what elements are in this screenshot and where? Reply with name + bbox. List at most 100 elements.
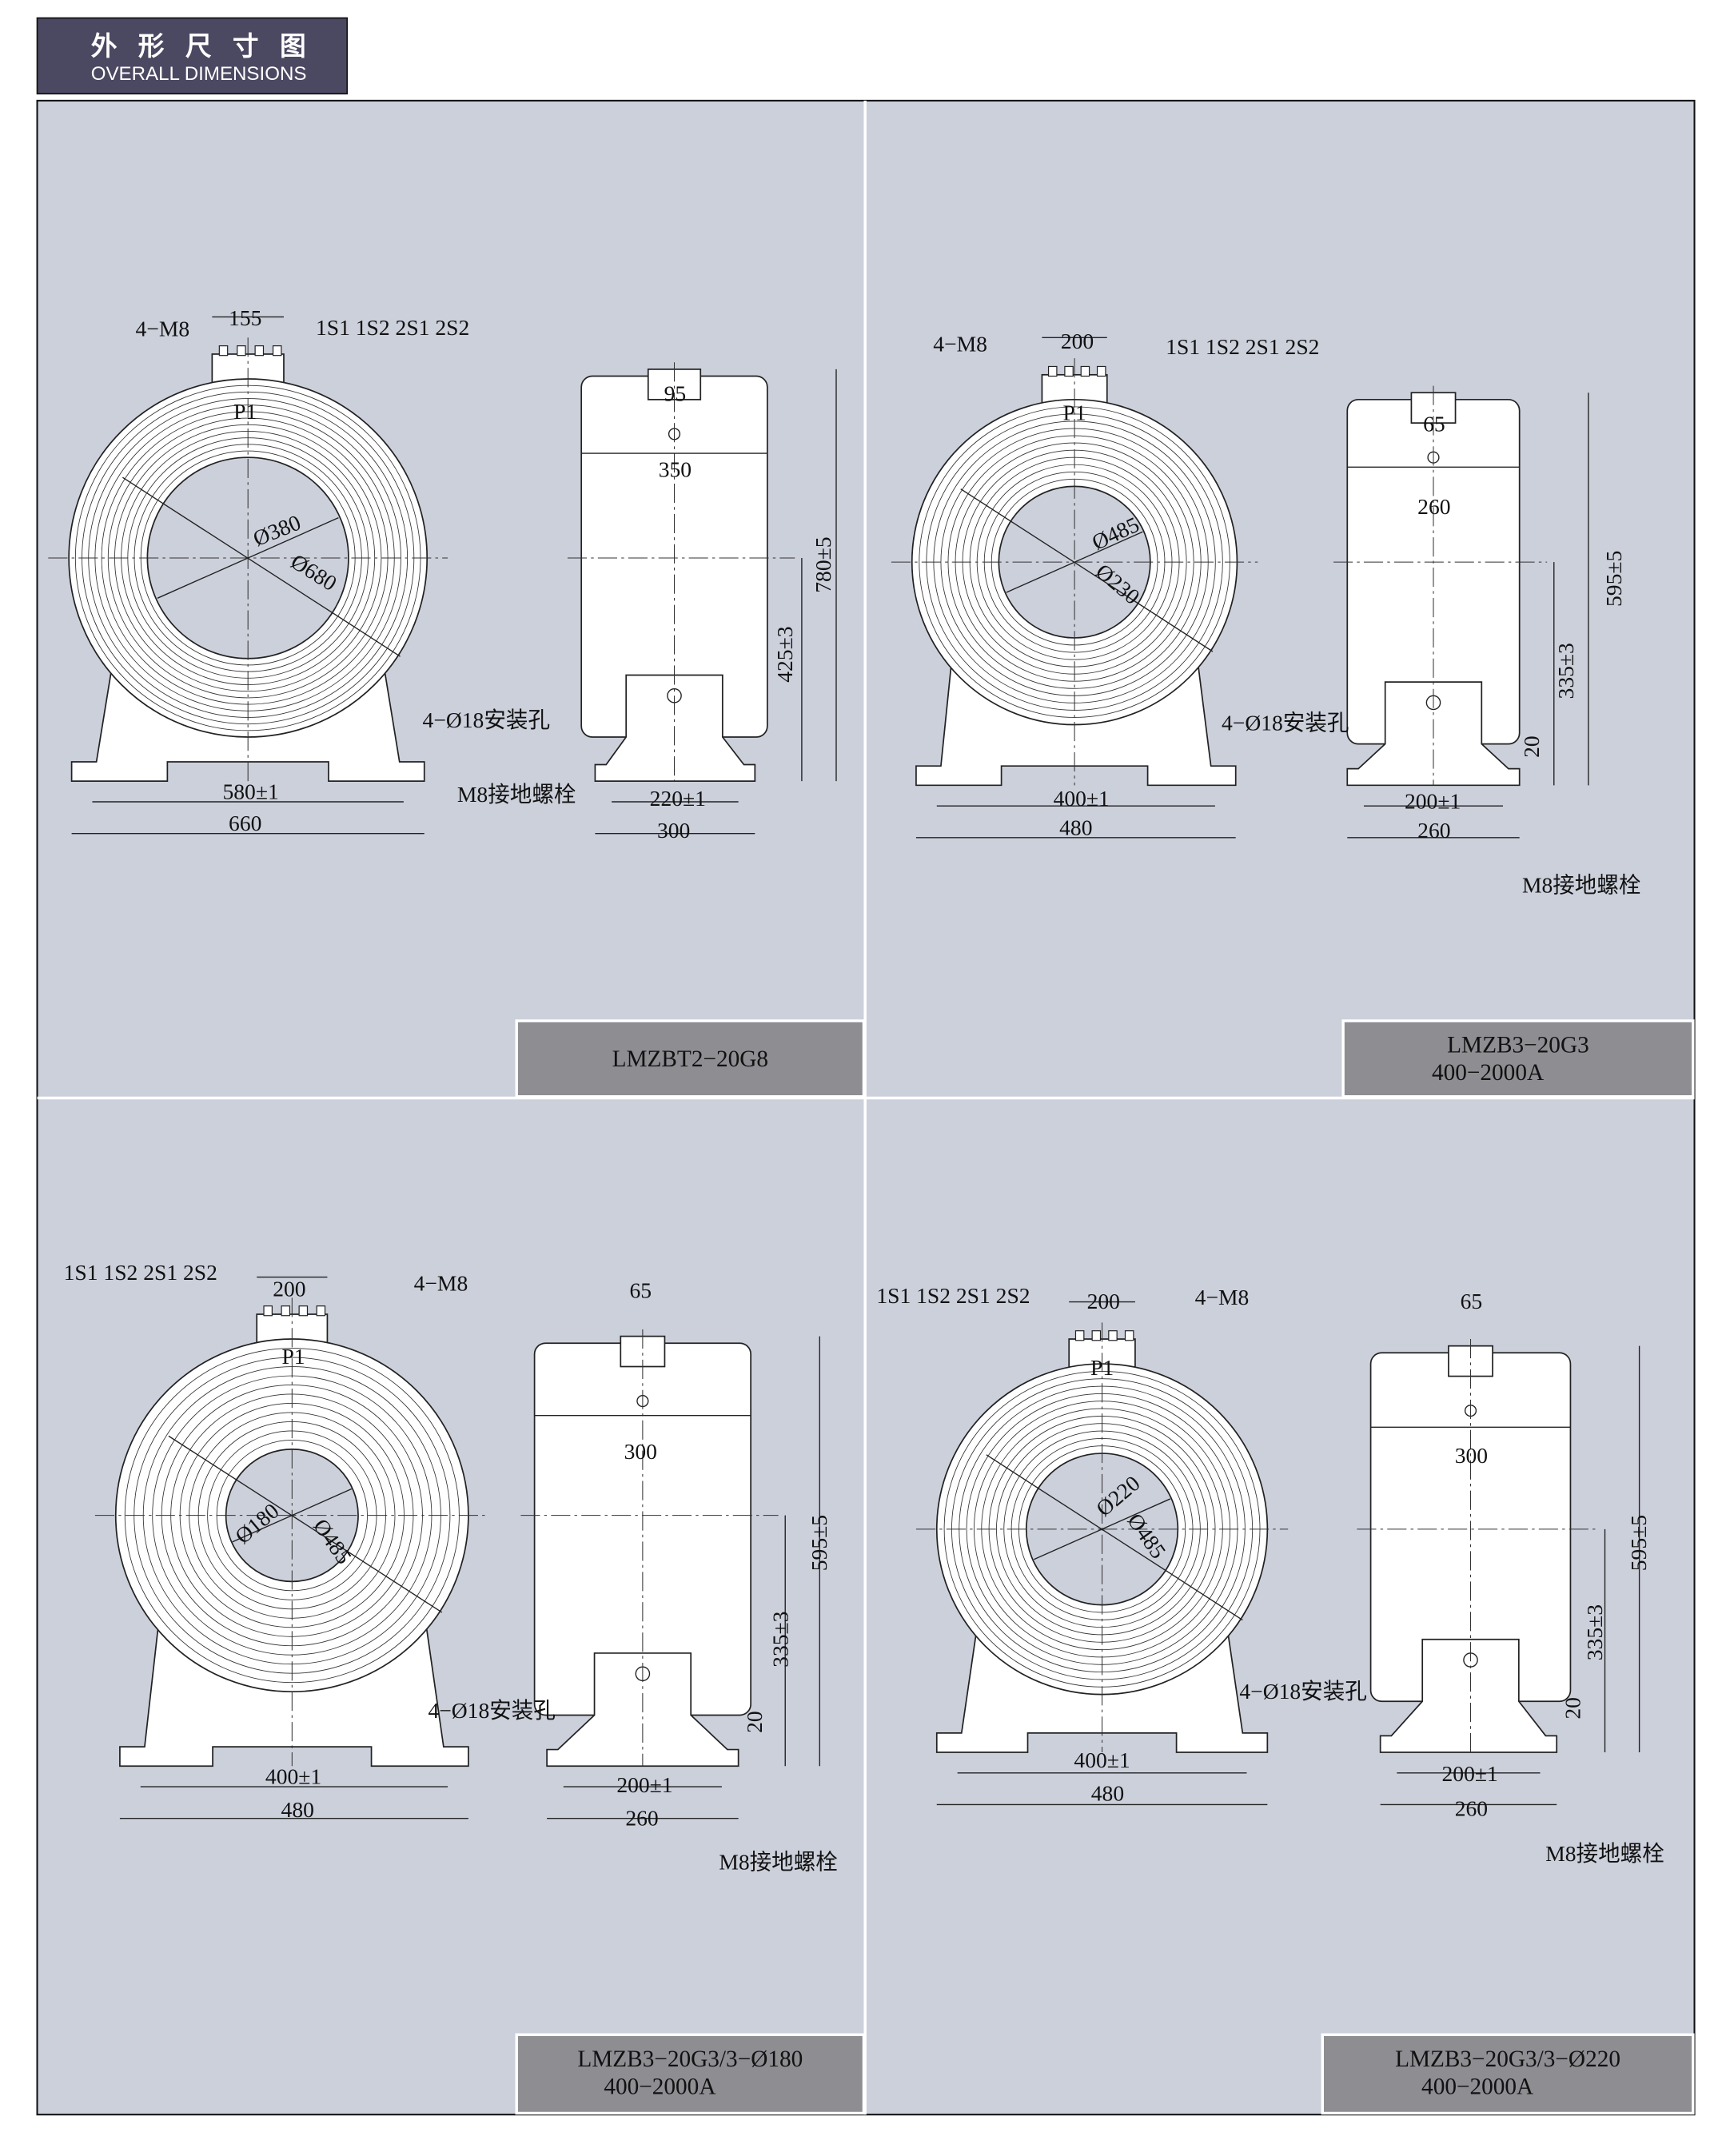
diameter-leader [1006,531,1143,593]
dim-label-ground-bolt: M8接地螺栓 [719,1849,838,1874]
dim-label-terminals: 1S1 1S2 2S1 2S2 [64,1260,217,1285]
terminal-bolt-icon [1096,365,1106,377]
dim-label-body-width: 300 [1455,1443,1488,1468]
dim-label-bolts: 4−M8 [136,317,190,341]
terminal-bolt-icon [263,1305,273,1317]
diameter-leader [168,1435,443,1613]
terminal-bolt-icon [254,345,265,357]
dim-label-bolts: 4−M8 [933,332,987,357]
dim-label-base-width: 480 [1091,1780,1124,1805]
current-rating: 400−2000A [1432,1060,1544,1086]
model-name: LMZBT2−20G8 [612,1046,768,1072]
dim-label-terminals: 1S1 1S2 2S1 2S2 [876,1283,1030,1308]
model-name: LMZB3−20G3 [1447,1033,1589,1058]
terminal-bolt-icon [1091,1330,1102,1341]
dim-label-mount-holes: 4−Ø18安装孔 [423,707,550,732]
terminal-bolt-icon [1124,1330,1134,1341]
dim-label-pitch: 200 [1061,329,1094,353]
dim-label-box-width: 65 [1423,411,1445,436]
dim-label-pitch: 200 [1087,1289,1120,1313]
side-base [594,674,756,783]
dim-label-height: 595±5 [807,1515,831,1571]
dim-label-center-height: 335±3 [768,1612,793,1668]
dim-label-side-base-pitch: 200±1 [616,1772,672,1797]
dim-label-center-height: 425±3 [772,626,797,682]
dim-label-body-width: 350 [659,456,692,481]
dim-label-base-width: 480 [281,1797,314,1822]
dim-label-base-thick: 20 [1519,735,1544,758]
dim-label-mount-holes: 4−Ø18安装孔 [1239,1679,1366,1704]
model-name: LMZB3−20G3/3−Ø180 [577,2046,803,2072]
dim-label-p1: P1 [281,1344,305,1369]
dim-label-side-base-width: 260 [1455,1795,1488,1820]
dim-label-body-width: 260 [1417,494,1450,519]
front-view [48,316,448,835]
dim-label-height: 780±5 [811,536,835,592]
dim-label-center-height: 335±3 [1553,643,1578,699]
terminal-bolt-icon [1074,1330,1085,1341]
side-base [1379,1638,1558,1753]
terminal-bolt-icon [316,1305,326,1317]
dim-label-side-base-width: 300 [657,818,690,843]
dim-label-height: 595±5 [1626,1515,1651,1571]
dim-label-box-width: 65 [1461,1289,1483,1313]
dim-label-bolts: 4−M8 [1195,1285,1250,1309]
header-title-en: OVERALL DIMENSIONS [91,63,307,85]
dim-label-side-base-pitch: 220±1 [650,786,706,811]
diameter-leader [232,1488,353,1543]
dim-label-mount-holes: 4−Ø18安装孔 [428,1698,555,1723]
dim-label-side-base-width: 260 [625,1805,658,1830]
dim-label-base-width: 480 [1059,815,1092,839]
dim-label-base-hole-pitch: 400±1 [1054,786,1110,811]
diameter-leader [122,476,401,657]
terminal-bolt-icon [237,345,246,357]
dim-label-side-base-pitch: 200±1 [1405,789,1461,814]
dim-label-base-hole-pitch: 400±1 [265,1764,321,1789]
diameter-leader [986,1454,1243,1621]
terminal-bolt-icon [1080,365,1090,377]
dim-label-terminals: 1S1 1S2 2S1 2S2 [1166,334,1319,359]
dim-label-pitch: 200 [273,1277,305,1301]
diameter-leader [1033,1498,1171,1560]
front-view [915,1301,1289,1806]
front-view [94,1276,489,1819]
dim-label-ground-bolt: M8接地螺栓 [1522,873,1641,898]
side-view [1333,385,1589,839]
side-view [1357,1339,1640,1806]
dim-label-box-width: 65 [630,1277,652,1302]
dim-label-base-hole-pitch: 580±1 [222,779,278,804]
dim-label-box-width: 95 [664,381,687,406]
dim-label-ground-bolt: M8接地螺栓 [1545,1841,1664,1866]
terminal-bolt-icon [218,345,229,357]
dim-label-base-thick: 20 [1561,1697,1585,1720]
terminal-bolt-icon [281,1305,291,1317]
dim-label-body-width: 300 [624,1439,657,1464]
dim-label-mount-holes: 4−Ø18安装孔 [1222,710,1349,735]
terminal-bolt-icon [1064,365,1074,377]
terminal-bolt-icon [298,1305,309,1317]
dim-label-base-thick: 20 [742,1711,767,1733]
terminal-bolt-icon [272,345,282,357]
dim-label-height: 595±5 [1601,551,1626,607]
current-rating: 400−2000A [1421,2074,1533,2099]
dim-label-p1: P1 [1063,401,1086,425]
dim-label-bolts: 4−M8 [414,1271,468,1296]
side-view [520,1329,820,1819]
current-rating: 400−2000A [604,2074,716,2099]
model-name: LMZB3−20G3/3−Ø220 [1395,2046,1620,2072]
dim-label-pitch: 155 [229,305,261,330]
dim-label-base-hole-pitch: 400±1 [1074,1748,1130,1772]
diameter-leader [157,517,339,599]
model-label-box: LMZBT2−20G8 [515,1019,866,1098]
terminal-bolt-icon [1047,365,1058,377]
dim-label-ground-bolt: M8接地螺栓 [457,782,576,807]
side-view [567,362,837,835]
